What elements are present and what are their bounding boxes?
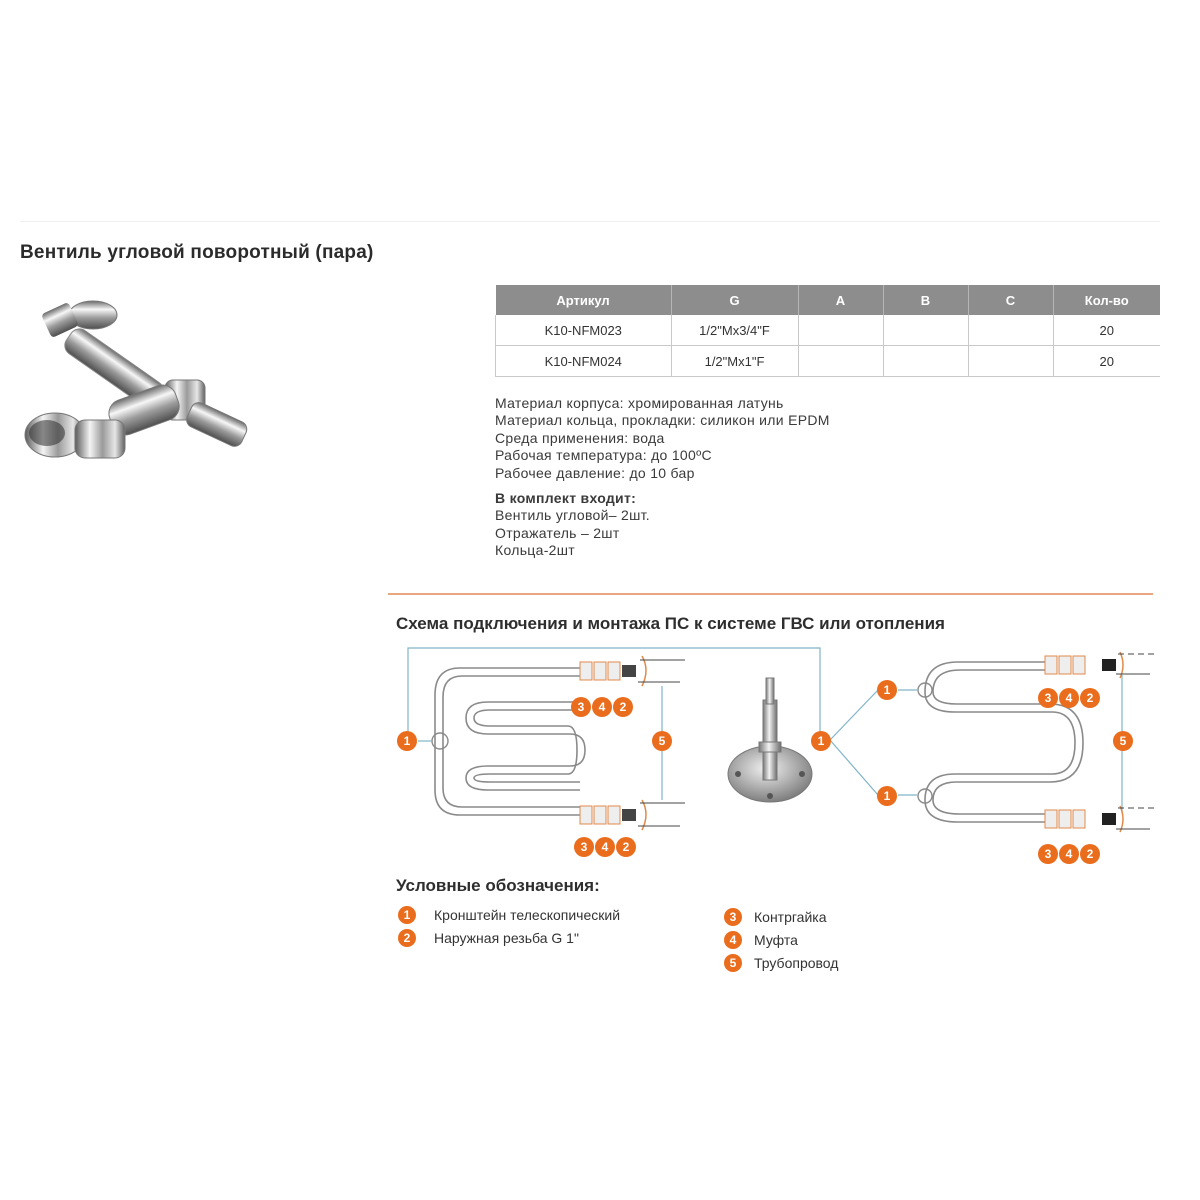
badge-4-right-top: 4	[1059, 688, 1079, 708]
col-header-b: B	[883, 285, 969, 315]
badge-1-center: 1	[811, 731, 831, 751]
svg-text:3: 3	[578, 700, 585, 714]
badge-1-right-bottom: 1	[877, 786, 897, 806]
svg-text:2: 2	[1087, 847, 1094, 861]
badge-1-left: 1	[397, 731, 417, 751]
legend-label: Наружная резьба G 1"	[434, 930, 579, 946]
col-header-qty: Кол-во	[1053, 285, 1160, 315]
spec-table: Артикул G A B C Кол-во K10-NFM023 1/2"Мх…	[495, 285, 1160, 377]
cell-qty: 20	[1053, 315, 1160, 346]
scheme-title: Схема подключения и монтажа ПС к системе…	[396, 614, 945, 633]
legend-item: 4 Муфта	[724, 931, 798, 949]
badge-3-right-top: 3	[1038, 688, 1058, 708]
col-header-article: Артикул	[495, 285, 672, 315]
cell-c	[968, 345, 1054, 377]
svg-text:2: 2	[620, 700, 627, 714]
svg-text:4: 4	[1066, 691, 1073, 705]
badge-4-left-bottom: 4	[595, 837, 615, 857]
spec-ring-material: Материал кольца, прокладки: силикон или …	[495, 412, 830, 429]
legend-label: Контргайка	[754, 909, 827, 925]
cell-qty: 20	[1053, 345, 1160, 377]
badge-4-right-bottom: 4	[1059, 844, 1079, 864]
angle-valve-photo	[24, 300, 248, 459]
svg-text:5: 5	[659, 734, 666, 748]
section-divider	[388, 593, 1153, 595]
svg-text:2: 2	[1087, 691, 1094, 705]
svg-text:3: 3	[1045, 847, 1052, 861]
kit-title: В комплект входит:	[495, 490, 637, 506]
cell-article: K10-NFM024	[495, 345, 672, 377]
badge-4-left-top: 4	[592, 697, 612, 717]
svg-text:3: 3	[581, 840, 588, 854]
legend-item: 2 Наружная резьба G 1"	[398, 929, 579, 947]
svg-text:4: 4	[599, 700, 606, 714]
legend-label: Трубопровод	[754, 955, 839, 971]
legend-item: 5 Трубопровод	[724, 954, 838, 972]
cell-b	[883, 345, 969, 377]
svg-text:4: 4	[602, 840, 609, 854]
left-rail	[434, 667, 586, 816]
spec-temperature: Рабочая температура: до 100ºС	[495, 447, 712, 464]
badge-5-right: 5	[1113, 731, 1133, 751]
legend-item: 1 Кронштейн телескопический	[398, 906, 620, 924]
svg-text:1: 1	[884, 789, 891, 803]
cell-a	[798, 315, 884, 346]
svg-text:3: 3	[1045, 691, 1052, 705]
legend-badge: 5	[724, 954, 742, 972]
kit-contents: В комплект входит: Вентиль угловой– 2шт.…	[495, 490, 650, 560]
svg-text:2: 2	[623, 840, 630, 854]
badge-3-right-bottom: 3	[1038, 844, 1058, 864]
spec-body-material: Материал корпуса: хромированная латунь	[495, 395, 784, 411]
left-fittings	[579, 655, 685, 831]
badge-2-right-top: 2	[1080, 688, 1100, 708]
cell-g: 1/2"Мх3/4"F	[671, 315, 799, 346]
cell-c	[968, 315, 1054, 346]
legend-label: Муфта	[754, 932, 798, 948]
svg-text:5: 5	[1120, 734, 1127, 748]
top-separator	[20, 221, 1160, 222]
kit-item: Кольца-2шт	[495, 542, 575, 559]
badge-2-right-bottom: 2	[1080, 844, 1100, 864]
badge-2-left-bottom: 2	[616, 837, 636, 857]
connection-diagram: 1 3 4 2 5 3 4 2 1 1 1 3 4 2 5 3 4 2	[397, 647, 1155, 864]
col-header-g: G	[671, 285, 799, 315]
spec-medium: Среда применения: вода	[495, 429, 665, 446]
cell-g: 1/2"Мх1"F	[671, 345, 799, 377]
svg-text:1: 1	[404, 734, 411, 748]
right-fittings	[1044, 651, 1155, 833]
cell-article: K10-NFM023	[495, 315, 672, 346]
kit-item: Вентиль угловой– 2шт.	[495, 507, 650, 524]
legend-badge: 3	[724, 908, 742, 926]
svg-text:4: 4	[1066, 847, 1073, 861]
diagram-badges: 1 3 4 2 5 3 4 2 1 1 1 3 4 2 5 3 4 2	[397, 680, 1133, 864]
legend-item: 3 Контргайка	[724, 908, 827, 926]
svg-text:1: 1	[884, 683, 891, 697]
spec-pressure: Рабочее давление: до 10 бар	[495, 464, 695, 481]
page-title: Вентиль угловой поворотный (пара)	[20, 242, 374, 263]
table-row: K10-NFM024 1/2"Мх1"F 20	[495, 345, 1160, 377]
svg-text:1: 1	[818, 734, 825, 748]
cell-b	[883, 315, 969, 346]
legend-title: Условные обозначения:	[396, 876, 600, 895]
legend-badge: 4	[724, 931, 742, 949]
col-header-a: A	[798, 285, 884, 315]
kit-item: Отражатель – 2шт	[495, 524, 620, 541]
table-header-row: Артикул G A B C Кол-во	[495, 285, 1160, 315]
badge-5-left: 5	[652, 731, 672, 751]
legend-badge: 1	[398, 906, 416, 924]
legend-badge: 2	[398, 929, 416, 947]
badge-3-left-bottom: 3	[574, 837, 594, 857]
telescopic-bracket-icon	[727, 677, 813, 803]
right-rail	[924, 661, 1084, 823]
col-header-c: C	[968, 285, 1054, 315]
spec-list: Материал корпуса: хромированная латунь М…	[495, 395, 830, 482]
table-row: K10-NFM023 1/2"Мх3/4"F 20	[495, 315, 1160, 346]
cell-a	[798, 345, 884, 377]
legend-label: Кронштейн телескопический	[434, 907, 621, 923]
badge-3-left-top: 3	[571, 697, 591, 717]
badge-2-left-top: 2	[613, 697, 633, 717]
badge-1-right-top: 1	[877, 680, 897, 700]
